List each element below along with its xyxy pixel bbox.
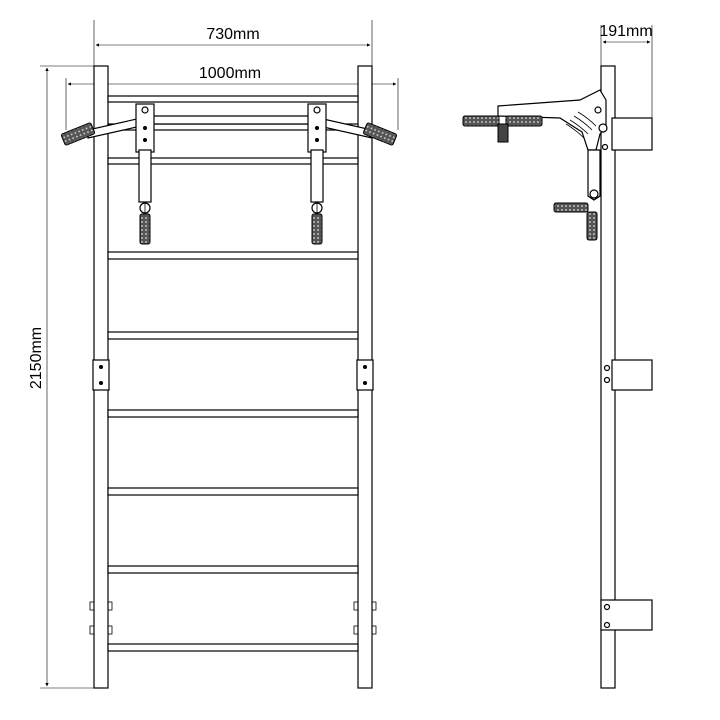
dip-arm-left (135, 103, 155, 245)
side-dip-grip-horizontal-icon (553, 202, 589, 213)
dimension-inner-width: 730mm (93, 20, 373, 66)
pull-up-grip-right-icon (363, 122, 397, 146)
rung (107, 331, 359, 340)
rung (107, 251, 359, 260)
side-grip-front-icon (462, 115, 500, 127)
side-grip-back-icon (505, 115, 543, 127)
dimension-height: 2150mm (28, 65, 94, 689)
depth-label: 191mm (599, 23, 652, 40)
wall-bracket-bottom-right (353, 601, 377, 635)
dip-arm-right (307, 103, 327, 245)
rung (107, 487, 359, 496)
rung (107, 643, 359, 652)
wall-bracket-middle-right (356, 359, 374, 391)
pull-up-grip-left-icon (61, 122, 95, 146)
outer-width-label: 1000mm (199, 65, 261, 82)
side-view: 191mm (462, 23, 653, 689)
wall-bracket-side-middle (603, 359, 653, 391)
front-view: 730mm 1000mm 2150mm (28, 20, 399, 689)
height-label: 2150mm (28, 327, 45, 389)
side-dip-arm (553, 149, 601, 241)
pull-up-bar (61, 103, 397, 245)
rung (107, 409, 359, 418)
dip-grip-right-icon (311, 213, 323, 245)
rungs (107, 251, 359, 652)
dimension-depth: 191mm (599, 23, 653, 118)
side-dip-grip-vertical-icon (586, 211, 598, 241)
wall-bracket-side-top (611, 117, 653, 151)
side-pull-up-bar (462, 89, 609, 151)
inner-width-label: 730mm (206, 26, 259, 43)
wall-bracket-bottom-left (89, 601, 113, 635)
rung (107, 565, 359, 574)
wall-bracket-middle-left (92, 359, 110, 391)
dip-grip-left-icon (139, 213, 151, 245)
dimension-outer-width: 1000mm (65, 65, 399, 130)
wall-bracket-side-bottom (600, 599, 653, 631)
